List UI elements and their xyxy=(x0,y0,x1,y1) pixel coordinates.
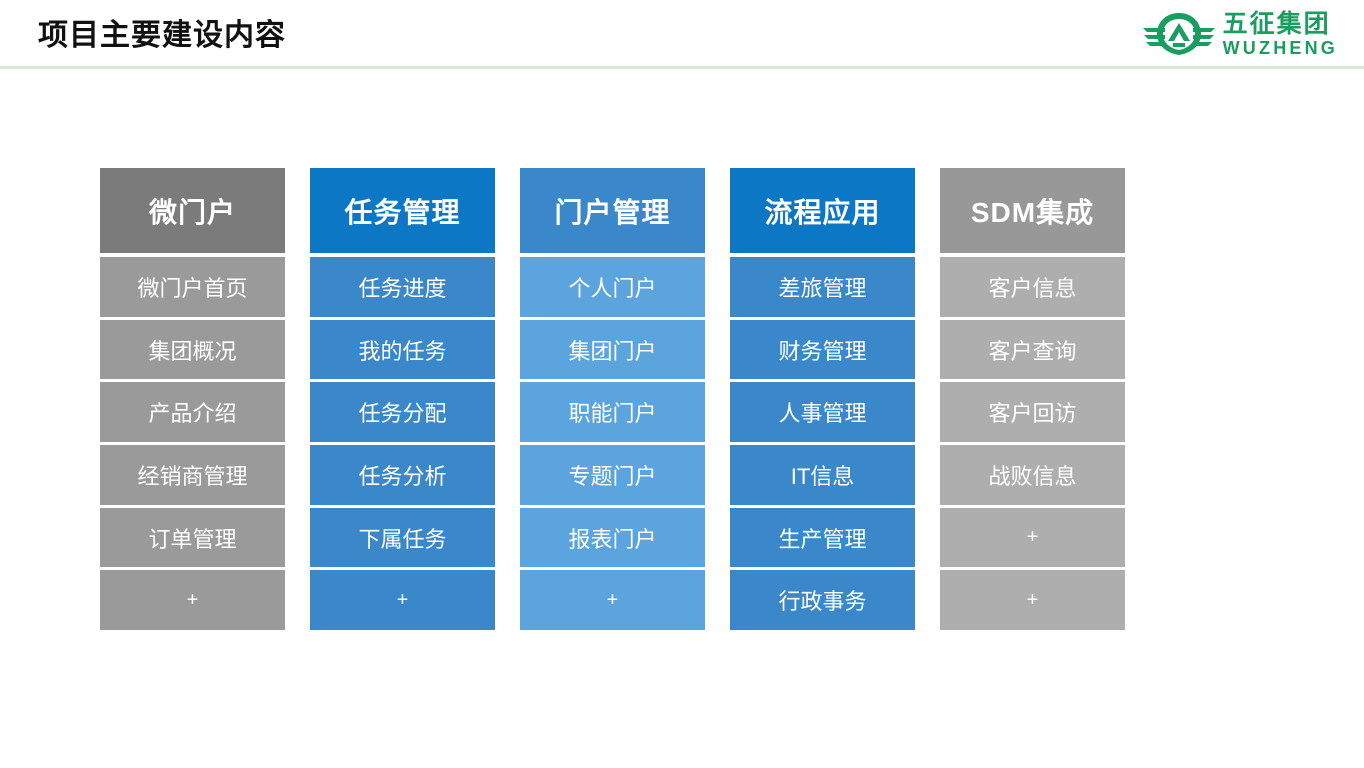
list-item[interactable]: 战败信息 xyxy=(940,445,1125,505)
column-header-micro-portal[interactable]: 微门户 xyxy=(100,168,285,253)
list-item[interactable]: 行政事务 xyxy=(730,570,915,631)
brand-name-cn: 五征集团 xyxy=(1222,9,1331,38)
add-item-button[interactable]: + xyxy=(940,507,1125,568)
list-item[interactable]: 客户回访 xyxy=(940,382,1125,443)
column-header-portal-management[interactable]: 门户管理 xyxy=(520,168,705,253)
list-item[interactable]: IT信息 xyxy=(730,445,915,505)
list-item[interactable]: 任务分析 xyxy=(310,445,495,505)
list-item[interactable]: 人事管理 xyxy=(730,382,915,443)
list-item[interactable]: 专题门户 xyxy=(520,445,705,505)
add-item-button[interactable]: + xyxy=(940,570,1125,631)
column-items-sdm-integration: 客户信息 客户查询 客户回访 战败信息 + + xyxy=(940,257,1125,631)
list-item[interactable]: 财务管理 xyxy=(730,319,915,380)
list-item[interactable]: 订单管理 xyxy=(100,507,285,568)
column-task-management: 任务管理 任务进度 我的任务 任务分配 任务分析 下属任务 + xyxy=(310,168,495,631)
column-process-application: 流程应用 差旅管理 财务管理 人事管理 IT信息 生产管理 行政事务 xyxy=(730,168,915,631)
list-item[interactable]: 任务分配 xyxy=(310,382,495,443)
list-item[interactable]: 微门户首页 xyxy=(100,257,285,317)
list-item[interactable]: 集团概况 xyxy=(100,319,285,380)
list-item[interactable]: 经销商管理 xyxy=(100,445,285,505)
add-item-button[interactable]: + xyxy=(520,570,705,631)
brand-name-en: WUZHENG xyxy=(1222,37,1338,58)
slide-header: 项目主要建设内容 xyxy=(0,0,1364,69)
list-item[interactable]: 职能门户 xyxy=(520,382,705,443)
add-item-button[interactable]: + xyxy=(310,570,495,631)
list-item[interactable]: 任务进度 xyxy=(310,257,495,317)
column-micro-portal: 微门户 微门户首页 集团概况 产品介绍 经销商管理 订单管理 + xyxy=(100,168,285,631)
page-title: 项目主要建设内容 xyxy=(38,19,286,52)
list-item[interactable]: 差旅管理 xyxy=(730,257,915,317)
list-item[interactable]: 客户查询 xyxy=(940,319,1125,380)
list-item[interactable]: 个人门户 xyxy=(520,257,705,317)
column-items-portal-management: 个人门户 集团门户 职能门户 专题门户 报表门户 + xyxy=(520,257,705,631)
list-item[interactable]: 集团门户 xyxy=(520,319,705,380)
column-header-task-management[interactable]: 任务管理 xyxy=(310,168,495,253)
brand-logo: 五征集团 WUZHENG xyxy=(1142,8,1338,60)
column-header-sdm-integration[interactable]: SDM集成 xyxy=(940,168,1125,253)
list-item[interactable]: 我的任务 xyxy=(310,319,495,380)
list-item[interactable]: 生产管理 xyxy=(730,507,915,568)
add-item-button[interactable]: + xyxy=(100,570,285,631)
column-header-process-application[interactable]: 流程应用 xyxy=(730,168,915,253)
module-columns: 微门户 微门户首页 集团概况 产品介绍 经销商管理 订单管理 + 任务管理 任务… xyxy=(100,168,1144,631)
column-items-task-management: 任务进度 我的任务 任务分配 任务分析 下属任务 + xyxy=(310,257,495,631)
list-item[interactable]: 下属任务 xyxy=(310,507,495,568)
column-items-process-application: 差旅管理 财务管理 人事管理 IT信息 生产管理 行政事务 xyxy=(730,257,915,631)
list-item[interactable]: 产品介绍 xyxy=(100,382,285,443)
column-items-micro-portal: 微门户首页 集团概况 产品介绍 经销商管理 订单管理 + xyxy=(100,257,285,631)
brand-logo-text: 五征集团 WUZHENG xyxy=(1222,9,1338,58)
list-item[interactable]: 客户信息 xyxy=(940,257,1125,317)
list-item[interactable]: 报表门户 xyxy=(520,507,705,568)
wuzheng-wing-emblem-icon xyxy=(1142,11,1215,57)
column-sdm-integration: SDM集成 客户信息 客户查询 客户回访 战败信息 + + xyxy=(940,168,1125,631)
column-portal-management: 门户管理 个人门户 集团门户 职能门户 专题门户 报表门户 + xyxy=(520,168,705,631)
